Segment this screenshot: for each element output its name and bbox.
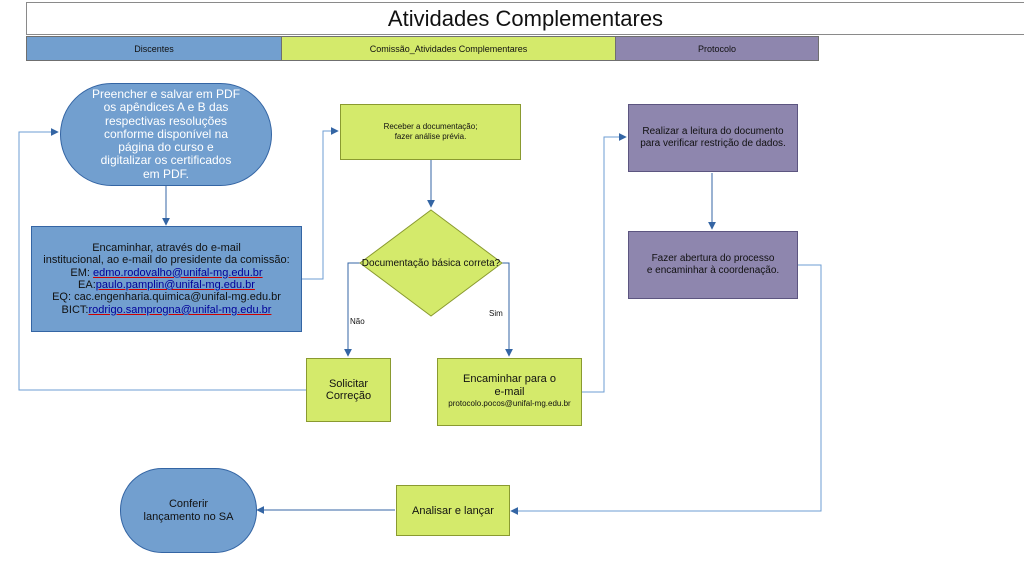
preencher-line-4: conforme disponível na xyxy=(103,126,229,141)
preencher-line-3: respectivas resoluções xyxy=(104,113,228,128)
encaminhar-line-2: institucional, ao e-mail do presidente d… xyxy=(43,254,290,267)
conferir-line-1: Conferir xyxy=(168,497,209,510)
bict-label: BICT: xyxy=(61,303,89,316)
lane-protocolo: Protocolo xyxy=(615,36,819,61)
encaminhar-em-row: EM: edmo.rodovalho@unifal-mg.edu.br xyxy=(70,267,262,279)
lane-discentes: Discentes xyxy=(26,36,282,61)
preencher-line-6: digitalizar os certificados xyxy=(100,153,232,168)
edge-protocolo-to-leitura xyxy=(582,133,627,393)
edge-decisao-sim xyxy=(502,262,513,357)
node-preencher: Preencher e salvar em PDF os apêndices A… xyxy=(60,83,272,186)
ea-email-link[interactable]: paulo.pamplin@unifal-mg.edu.br xyxy=(95,279,255,291)
page-title: Atividades Complementares xyxy=(26,2,1024,35)
encaminhar-ea-row: EA:paulo.pamplin@unifal-mg.edu.br xyxy=(78,279,255,291)
em-label: EM: xyxy=(70,266,94,279)
node-receber: Receber a documentação; fazer análise pr… xyxy=(340,104,521,160)
node-encaminhar-email: Encaminhar, através do e-mail institucio… xyxy=(31,226,302,332)
edge-label-sim: Sim xyxy=(489,309,503,318)
protocolo-email: protocolo.pocos@unifal-mg.edu.br xyxy=(448,399,571,409)
node-solicitar-correcao: Solicitar Correção xyxy=(306,358,391,422)
preencher-line-5: página do curso e xyxy=(118,140,214,155)
abertura-line-1: Fazer abertura do processo xyxy=(651,253,775,264)
edge-label-nao: Não xyxy=(350,317,365,326)
preencher-line-2: os apêndices A e B das xyxy=(103,100,229,115)
node-abertura-processo: Fazer abertura do processo e encaminhar … xyxy=(628,231,798,299)
ea-label: EA: xyxy=(78,279,96,291)
node-analisar-lancar: Analisar e lançar xyxy=(396,485,510,536)
node-conferir-lancamento: Conferir lançamento no SA xyxy=(120,468,257,553)
receber-line-2: fazer análise prévia. xyxy=(394,132,467,141)
edge-solicitar-back xyxy=(18,128,306,391)
lane-comissao: Comissão_Atividades Complementares xyxy=(281,36,616,61)
protocolo-line-2: e-mail xyxy=(494,385,525,398)
receber-line-1: Receber a documentação; xyxy=(383,122,478,131)
bict-email-link[interactable]: rodrigo.samprogna@unifal-mg.edu.br xyxy=(88,303,272,316)
encaminhar-line-1: Encaminhar, através do e-mail xyxy=(92,241,241,254)
decision-diamond xyxy=(359,209,503,317)
preencher-line-7: em PDF. xyxy=(142,166,189,181)
leitura-line-2: para verificar restrição de dados. xyxy=(640,138,786,149)
edge-abertura-to-analisar xyxy=(510,264,822,515)
leitura-line-1: Realizar a leitura do documento xyxy=(642,126,784,137)
protocolo-line-1: Encaminhar para o xyxy=(463,373,556,386)
encaminhar-bict-row: BICT:rodrigo.samprogna@unifal-mg.edu.br xyxy=(62,304,272,316)
edge-decisao-nao xyxy=(344,262,360,357)
edge-encaminhar-to-receber xyxy=(302,127,339,280)
encaminhar-eq-row: EQ: cac.engenharia.quimica@unifal-mg.edu… xyxy=(52,291,281,304)
abertura-line-2: e encaminhar à coordenação. xyxy=(646,265,780,276)
em-email-link[interactable]: edmo.rodovalho@unifal-mg.edu.br xyxy=(93,266,263,279)
decision-label: Documentação básica correta? xyxy=(361,257,501,269)
node-leitura-documento: Realizar a leitura do documento para ver… xyxy=(628,104,798,172)
node-encaminhar-protocolo: Encaminhar para o e-mail protocolo.pocos… xyxy=(437,358,582,426)
conferir-line-2: lançamento no SA xyxy=(143,510,234,523)
preencher-line-1: Preencher e salvar em PDF xyxy=(91,87,241,102)
